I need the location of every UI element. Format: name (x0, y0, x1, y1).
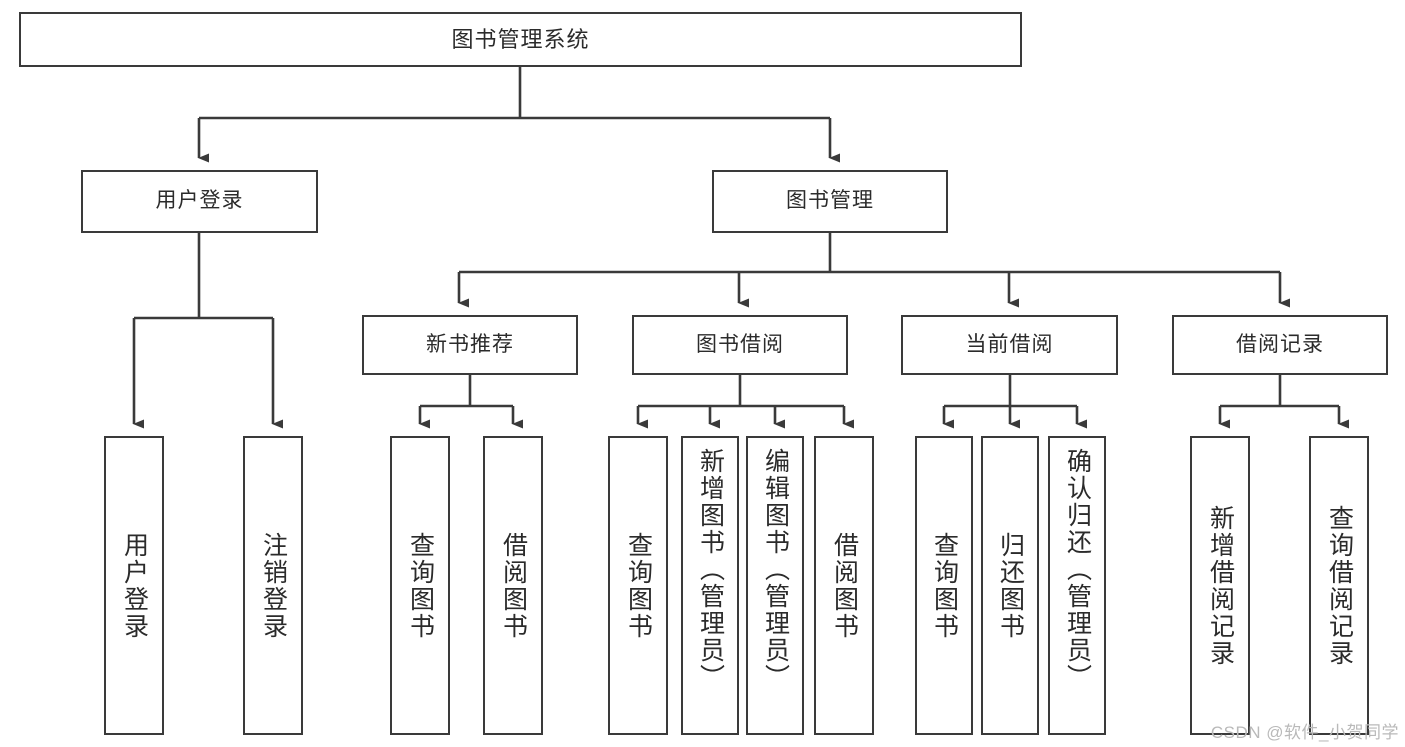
node-current-borrow[interactable]: 当前借阅 (901, 315, 1118, 375)
leaf-new-book-query[interactable]: 查询图书 (390, 436, 450, 735)
leaf-current-confirm-return-admin[interactable]: 确认归还（管理员） (1048, 436, 1106, 735)
node-label: 新书推荐 (426, 332, 514, 356)
node-label: 查询图书 (624, 531, 653, 640)
leaf-record-add-record[interactable]: 新增借阅记录 (1190, 436, 1250, 735)
leaf-new-book-borrow[interactable]: 借阅图书 (483, 436, 543, 735)
node-label: 图书借阅 (696, 332, 784, 356)
leaf-borrow-add-book-admin[interactable]: 新增图书（管理员） (681, 436, 739, 735)
leaf-user-login-login[interactable]: 用户登录 (104, 436, 164, 735)
node-label: 查询图书 (930, 531, 959, 640)
leaf-borrow-borrow-book[interactable]: 借阅图书 (814, 436, 874, 735)
node-new-book-recommend[interactable]: 新书推荐 (362, 315, 578, 375)
node-label: 查询借阅记录 (1325, 504, 1354, 667)
node-label: 新增借阅记录 (1206, 504, 1235, 667)
node-label: 新增图书（管理员） (696, 448, 725, 691)
node-label: 借阅记录 (1236, 332, 1324, 356)
node-label: 用户登录 (155, 189, 244, 213)
leaf-current-return-book[interactable]: 归还图书 (981, 436, 1039, 735)
node-label: 借阅图书 (830, 531, 859, 640)
node-label: 借阅图书 (499, 531, 528, 640)
node-book-management[interactable]: 图书管理 (712, 170, 948, 233)
leaf-record-query-record[interactable]: 查询借阅记录 (1309, 436, 1369, 735)
node-label: 编辑图书（管理员） (761, 448, 790, 691)
leaf-current-query-book[interactable]: 查询图书 (915, 436, 973, 735)
node-label: 归还图书 (996, 531, 1025, 640)
leaf-user-login-logout[interactable]: 注销登录 (243, 436, 303, 735)
node-borrow-record[interactable]: 借阅记录 (1172, 315, 1388, 375)
node-label: 图书管理 (786, 189, 874, 213)
node-book-borrow[interactable]: 图书借阅 (632, 315, 848, 375)
node-user-login[interactable]: 用户登录 (81, 170, 318, 233)
node-label: 查询图书 (406, 531, 435, 640)
watermark-text: CSDN @软件_小贺同学 (1210, 723, 1399, 742)
node-label: 用户登录 (120, 531, 149, 640)
node-label: 图书管理系统 (451, 26, 590, 52)
node-label: 确认归还（管理员） (1063, 448, 1092, 691)
node-root-system[interactable]: 图书管理系统 (19, 12, 1022, 67)
node-label: 当前借阅 (965, 332, 1054, 356)
leaf-borrow-query-book[interactable]: 查询图书 (608, 436, 668, 735)
node-label: 注销登录 (259, 531, 288, 640)
leaf-borrow-edit-book-admin[interactable]: 编辑图书（管理员） (746, 436, 804, 735)
